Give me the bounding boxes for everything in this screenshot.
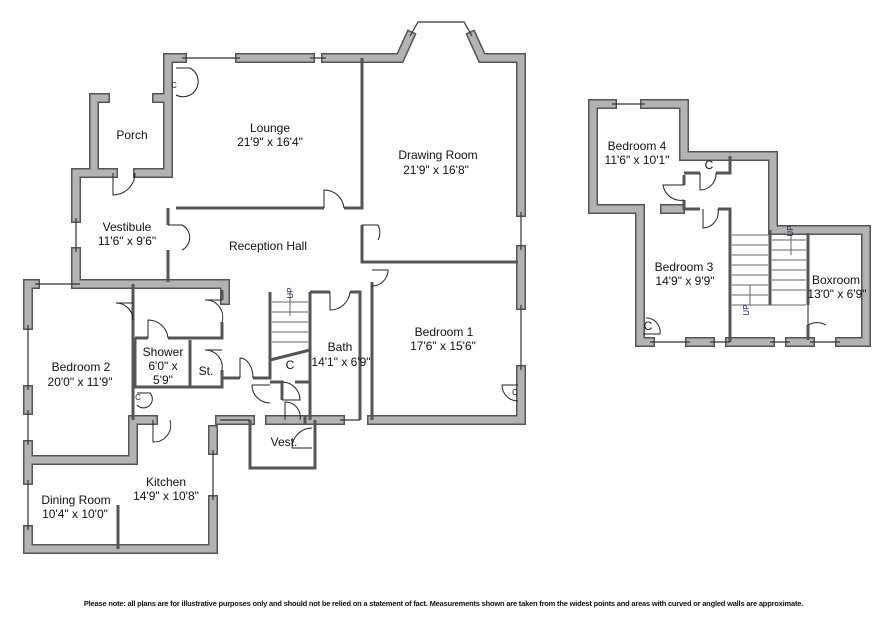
drawing-room-label: Drawing Room — [398, 148, 477, 162]
bedroom-1-label: Bedroom 1 — [415, 325, 474, 339]
cupboard-mark: C — [135, 393, 141, 402]
lounge-size: 21'9" x 16'4" — [237, 135, 303, 149]
cupboard-mark: C — [512, 388, 518, 397]
first-floor-walls — [588, 99, 871, 347]
dining-room-label: Dining Room — [41, 493, 110, 507]
bedroom-3-label: Bedroom 3 — [655, 260, 714, 274]
bedroom-2-size: 20'0" x 11'9" — [48, 375, 113, 389]
vestibule-label: Vestibule — [103, 220, 152, 234]
bedroom-2-label: Bedroom 2 — [52, 360, 111, 374]
porch-label: Porch — [116, 128, 147, 142]
drawing-room-size: 21'9" x 16'8" — [403, 163, 469, 177]
room-labels: Porch Lounge 21'9" x 16'4" Drawing Room … — [41, 81, 866, 521]
cupboard-label: C — [286, 358, 295, 372]
ground-stairs — [272, 292, 308, 343]
doors — [112, 67, 519, 449]
stair-label: UP — [786, 225, 795, 236]
stair-up-label: UP — [286, 287, 295, 298]
disclaimer: Please note: all plans are for illustrat… — [83, 599, 804, 608]
bedroom-1-size: 17'6" x 15'6" — [410, 339, 476, 353]
dining-room-size: 10'4" x 10'0" — [42, 507, 108, 521]
shower-size: 6'0" x — [148, 359, 177, 373]
cupboard-mark: C — [644, 319, 653, 333]
reception-hall-label: Reception Hall — [229, 239, 307, 253]
boxroom-size: 13'0" x 6'9" — [807, 287, 866, 301]
vest-label: Vest. — [271, 435, 298, 449]
bath-label: Bath — [328, 340, 353, 354]
store-label: St. — [199, 364, 214, 378]
bedroom-3-size: 14'9" x 9'9" — [655, 274, 714, 288]
vestibule-size: 11'6" x 9'6" — [98, 234, 156, 248]
cupboard-mark: C — [171, 81, 177, 90]
kitchen-label: Kitchen — [146, 475, 186, 489]
shower-label: Shower — [143, 345, 184, 359]
ground-floor-walls — [23, 29, 526, 554]
kitchen-size: 14'9" x 10'8" — [133, 489, 199, 503]
stair-up-label: UP — [742, 304, 751, 315]
bedroom-4-size: 11'6" x 10'1" — [605, 153, 670, 167]
bedroom-4-label: Bedroom 4 — [608, 139, 667, 153]
shower-size-2: 5'9" — [153, 373, 173, 387]
windows — [27, 21, 522, 530]
bath-size: 14'1" x 6'9" — [311, 355, 370, 369]
cupboard-label: C — [705, 158, 714, 172]
boxroom-label: Boxroom — [812, 273, 860, 287]
lounge-label: Lounge — [250, 121, 290, 135]
